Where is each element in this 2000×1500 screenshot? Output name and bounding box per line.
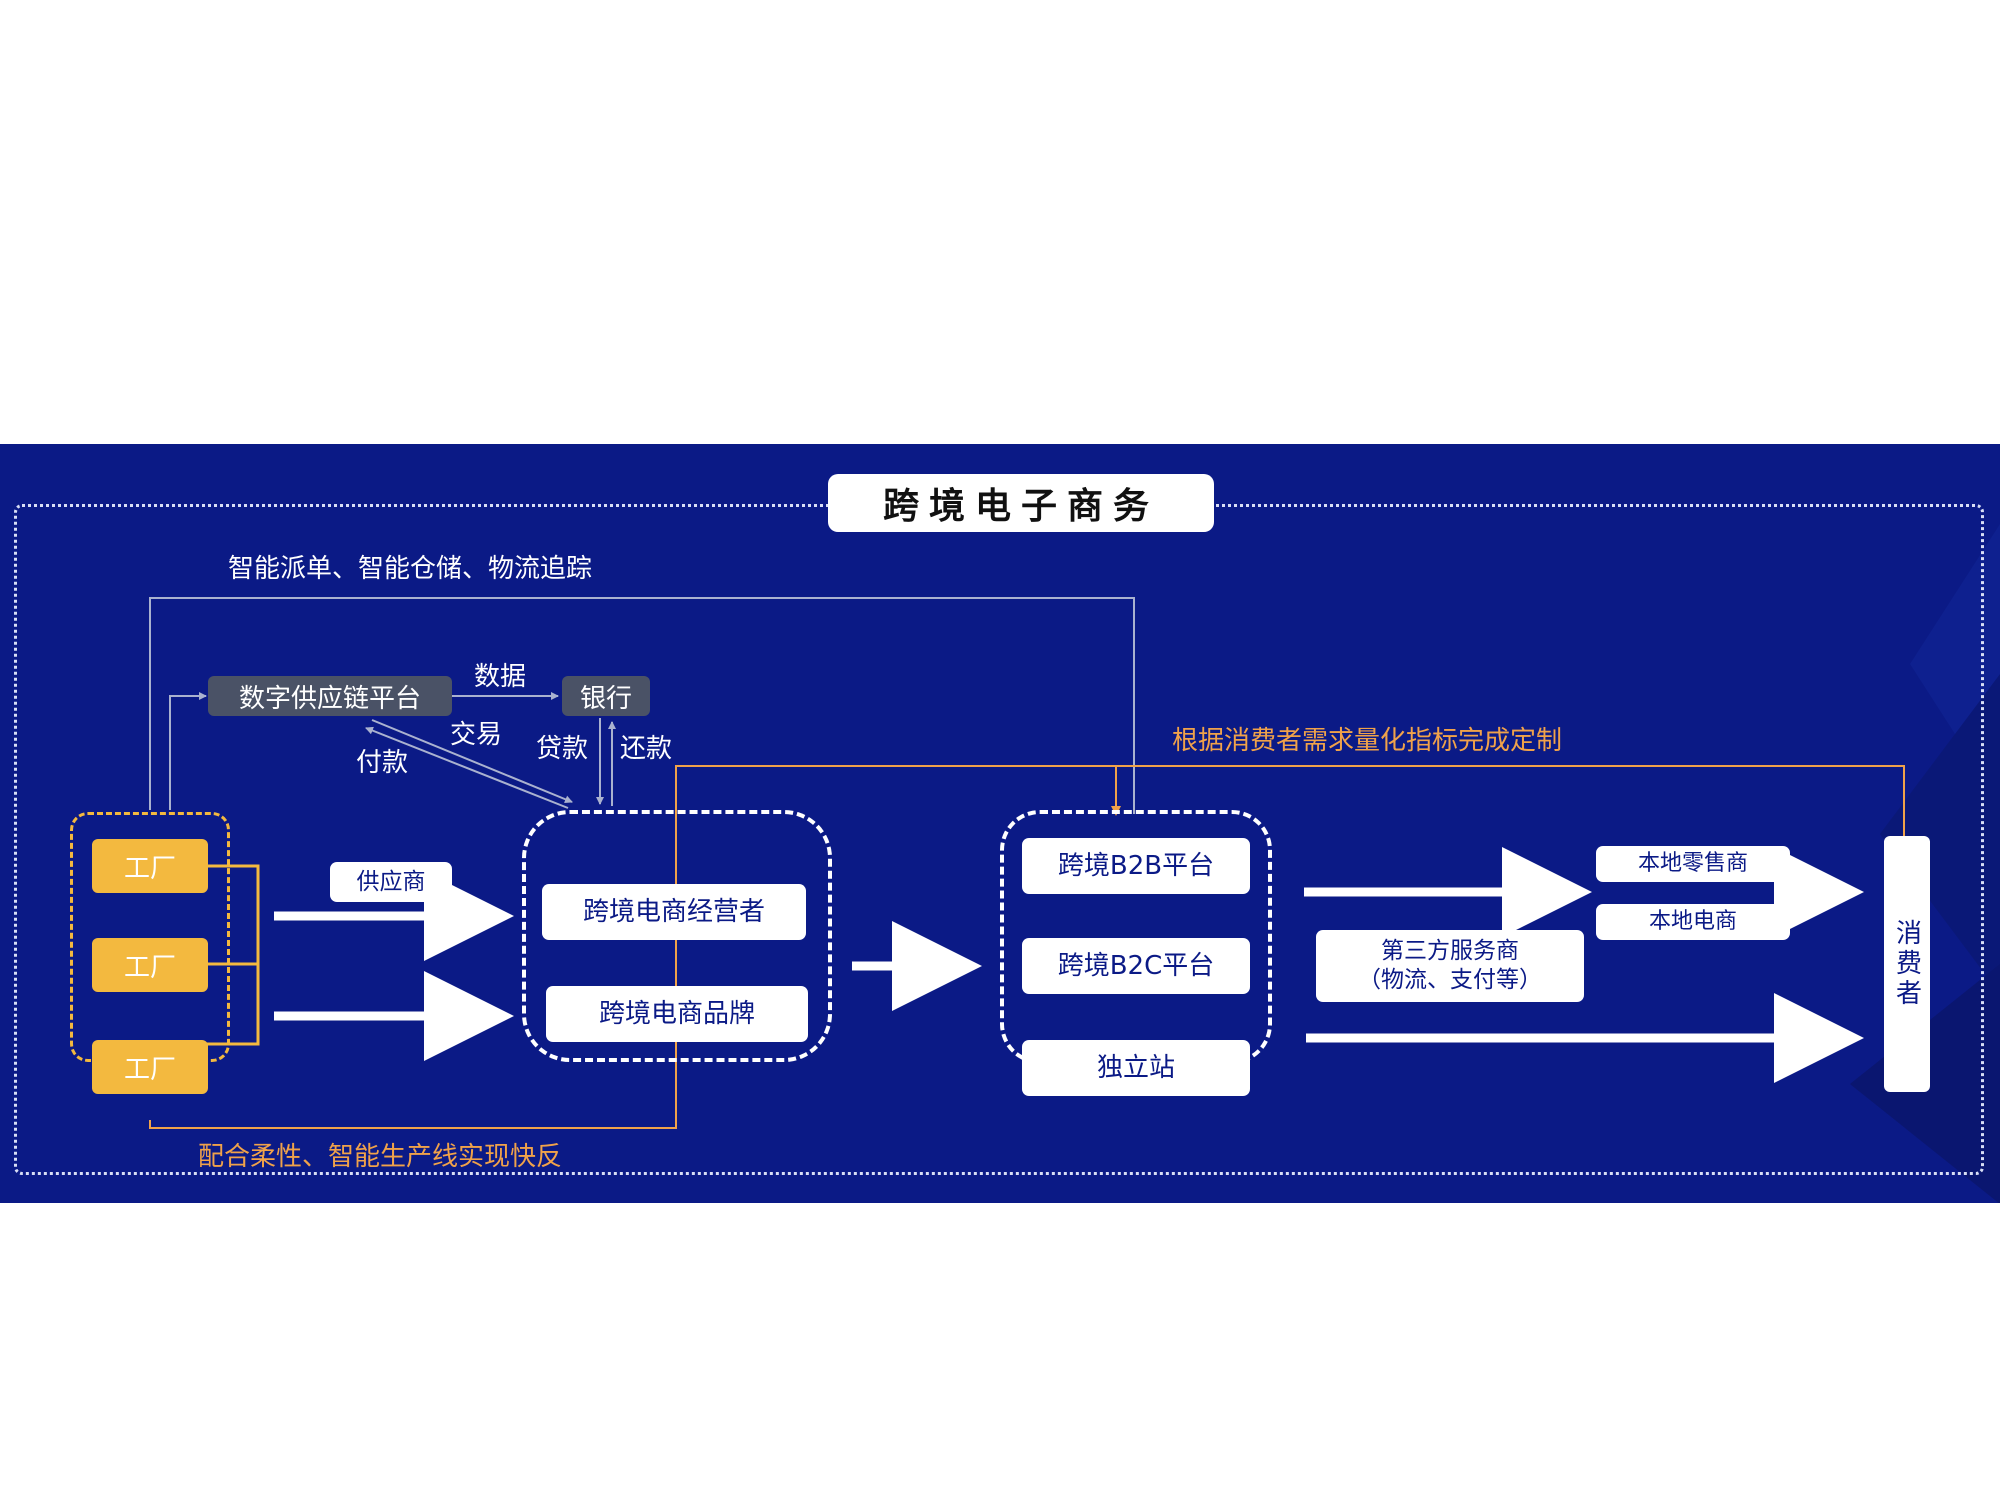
logistics-loop-line (149, 597, 1135, 814)
label-data: 数据 (474, 662, 527, 692)
local-retailer-box: 本地零售商 (1596, 846, 1790, 882)
factory-bracket (206, 864, 260, 1046)
label-trade: 交易 (450, 720, 503, 750)
third-party-line2: （物流、支付等） (1358, 967, 1542, 993)
diagram-title: 跨境电子商务 (828, 474, 1214, 532)
supplier-box: 供应商 (330, 862, 452, 902)
connector-lines (149, 597, 1905, 1129)
factory-3: 工厂 (92, 1040, 208, 1094)
third-party-box: 第三方服务商 （物流、支付等） (1316, 930, 1584, 1002)
customize-line (149, 765, 1905, 1129)
factory-2: 工厂 (92, 938, 208, 992)
trade-line (371, 719, 573, 804)
supply-chain-platform: 数字供应链平台 (208, 676, 452, 716)
independent-site-box: 独立站 (1022, 1040, 1250, 1096)
consumer-box: 消费者 (1884, 836, 1930, 1092)
b2c-platform-box: 跨境B2C平台 (1022, 938, 1250, 994)
operator-group (522, 810, 832, 1062)
label-loan: 贷款 (536, 734, 589, 764)
operator-box: 跨境电商经营者 (542, 884, 806, 940)
local-ecommerce-box: 本地电商 (1596, 904, 1790, 940)
third-party-line1: 第三方服务商 (1381, 938, 1519, 965)
b2b-platform-box: 跨境B2B平台 (1022, 838, 1250, 894)
label-payment: 付款 (356, 748, 409, 778)
factory-to-platform-line (169, 692, 207, 810)
factory-1: 工厂 (92, 839, 208, 893)
label-repay: 还款 (620, 734, 673, 764)
label-smart-logistics: 智能派单、智能仓储、物流追踪 (228, 554, 593, 584)
label-customize: 根据消费者需求量化指标完成定制 (1172, 726, 1563, 756)
diagram-panel: 跨境电子商务 智能派单、智能仓储、物流追踪 数字供应链平台 数据 银行 交易 付… (0, 444, 2000, 1203)
payment-line (365, 726, 569, 809)
bank-box: 银行 (562, 676, 650, 716)
label-flexible: 配合柔性、智能生产线实现快反 (198, 1142, 563, 1172)
brand-box: 跨境电商品牌 (546, 986, 808, 1042)
